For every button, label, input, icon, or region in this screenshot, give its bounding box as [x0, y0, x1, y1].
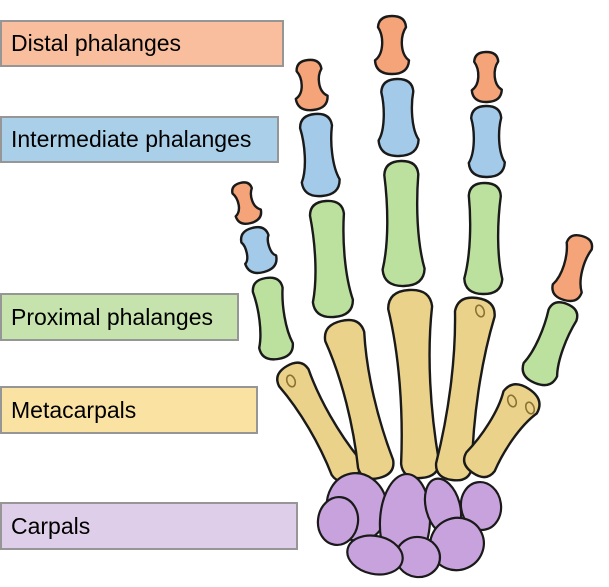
carpal-bone: [459, 480, 503, 532]
middle-distal-bone: [373, 14, 411, 76]
label-carpals: Carpals: [0, 502, 298, 550]
pinky-intermediate-bone: [239, 225, 278, 275]
ring-proximal-bone: [308, 199, 355, 319]
middle-intermediate-bone: [377, 77, 420, 158]
thumb-metacarpal-bone: [462, 383, 541, 479]
label-metacarpals-text: Metacarpals: [11, 396, 137, 423]
label-distal-phalanges-text: Distal phalanges: [11, 30, 182, 56]
label-carpals-text: Carpals: [11, 512, 91, 539]
foramen-detail: [506, 394, 518, 408]
index-distal-bone: [470, 50, 503, 104]
ring-intermediate-bone: [298, 112, 341, 198]
index-metacarpal-bone: [434, 296, 496, 482]
label-metacarpals: Metacarpals: [0, 386, 258, 434]
foramen-detail: [524, 401, 536, 415]
ring-distal-bone: [294, 58, 329, 112]
label-intermediate-phalanges: Intermediate phalanges: [0, 116, 279, 163]
label-proximal-phalanges-text: Proximal phalanges: [11, 303, 214, 330]
pinky-proximal-bone: [251, 276, 295, 361]
label-intermediate-phalanges-text: Intermediate phalanges: [11, 126, 252, 152]
middle-proximal-bone: [381, 159, 426, 288]
carpal-bone: [346, 534, 404, 576]
carpal-bone: [316, 495, 360, 547]
index-proximal-bone: [463, 181, 504, 296]
thumb-proximal-bone: [521, 301, 579, 387]
label-proximal-phalanges: Proximal phalanges: [0, 293, 239, 341]
thumb-distal-bone: [551, 233, 594, 303]
ring-metacarpal-bone: [323, 318, 395, 481]
label-distal-phalanges: Distal phalanges: [0, 20, 284, 67]
index-intermediate-bone: [467, 104, 506, 179]
pinky-distal-bone: [231, 181, 263, 226]
foramen-detail: [474, 304, 486, 318]
middle-metacarpal-bone: [386, 288, 441, 480]
foramen-detail: [285, 374, 297, 388]
